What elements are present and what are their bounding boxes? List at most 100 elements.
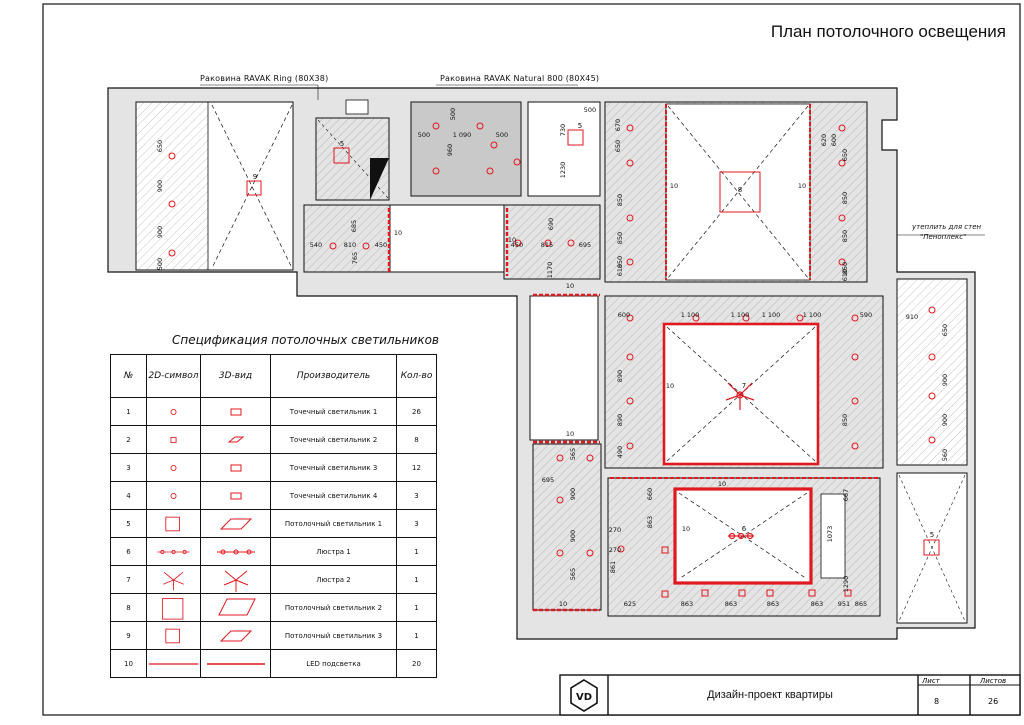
spotlight bbox=[544, 239, 552, 247]
dimension-label: 667 bbox=[842, 489, 850, 501]
corridor-bottom-left bbox=[532, 443, 602, 611]
dimension-label: 900 bbox=[156, 226, 164, 238]
spec-cell-3d bbox=[200, 397, 271, 426]
dimension-label: 540 bbox=[310, 241, 322, 249]
dimension-label: 10 bbox=[508, 236, 516, 244]
spotlight-square bbox=[701, 589, 709, 597]
spec-cell-2d-symbol bbox=[148, 511, 200, 537]
spotlight bbox=[928, 436, 936, 444]
spotlight-square bbox=[844, 589, 852, 597]
spec-cell-3d bbox=[200, 565, 271, 594]
spec-cell-num: 5 bbox=[110, 509, 147, 538]
dimension-label: 1 100 bbox=[762, 311, 781, 319]
spec-cell-2d-symbol bbox=[148, 567, 200, 593]
spec-cell-2d-symbol bbox=[148, 595, 200, 621]
dimension-label: 850 bbox=[841, 262, 849, 274]
spec-cell-num: 2 bbox=[110, 425, 147, 454]
spec-cell-name: Точечный светильник 4 bbox=[270, 481, 397, 510]
bathroom-1-shaft bbox=[370, 158, 389, 200]
dimension-label: 765 bbox=[351, 252, 359, 264]
dimension-label: 1 100 bbox=[681, 311, 700, 319]
spotlight bbox=[626, 442, 634, 450]
spec-cell-2d bbox=[146, 481, 201, 510]
dimension-label: 270 bbox=[609, 546, 621, 554]
dimension-label: 850 bbox=[841, 230, 849, 242]
spotlight bbox=[556, 454, 564, 462]
ceiling-luminaire-8 bbox=[719, 171, 761, 213]
spec-cell-qty: 1 bbox=[396, 565, 437, 594]
dimension-label: 500 bbox=[496, 131, 508, 139]
dimension-label: 685 bbox=[350, 220, 358, 232]
dimension-label: 1 100 bbox=[731, 311, 750, 319]
dimension-label: 500 bbox=[584, 106, 596, 114]
dimension-label: 450 bbox=[511, 241, 523, 249]
dimension-label: 951 bbox=[838, 600, 850, 608]
spotlight bbox=[329, 242, 337, 250]
spec-header-manufacturer: Производитель bbox=[270, 354, 397, 398]
spec-cell-3d bbox=[200, 509, 271, 538]
dimension-label: 863 bbox=[811, 600, 823, 608]
spotlight bbox=[486, 167, 494, 175]
spec-cell-num: 3 bbox=[110, 453, 147, 482]
spec-cell-2d-symbol bbox=[148, 539, 200, 565]
spec-cell-qty: 1 bbox=[396, 621, 437, 650]
dimension-label: 500 bbox=[156, 258, 164, 270]
spec-cell-num: 4 bbox=[110, 481, 147, 510]
dimension-label: 600 bbox=[830, 134, 838, 146]
spotlight bbox=[626, 397, 634, 405]
spotlight bbox=[692, 314, 700, 322]
sheets-total: 26 bbox=[988, 697, 999, 706]
insulation-line-2: "Пеноплекс" bbox=[920, 233, 967, 241]
spec-header-3d: 3D-вид bbox=[200, 354, 271, 398]
dimension-label: 650 bbox=[841, 149, 849, 161]
spec-cell-3d bbox=[200, 649, 271, 678]
corridor-middle bbox=[389, 204, 505, 273]
spotlight bbox=[617, 545, 625, 553]
wardrobe bbox=[820, 493, 846, 579]
spec-cell-num: 8 bbox=[110, 593, 147, 622]
sheet-number: 8 bbox=[934, 697, 940, 706]
spec-cell-3d-symbol bbox=[202, 567, 270, 593]
dimension-label: 695 bbox=[542, 476, 554, 484]
spec-cell-2d-symbol bbox=[148, 427, 200, 453]
spec-cell-2d bbox=[146, 453, 201, 482]
spotlight bbox=[567, 239, 575, 247]
small-room bbox=[527, 101, 601, 197]
spotlight bbox=[928, 353, 936, 361]
title-block bbox=[559, 674, 1021, 716]
vertical-corridor bbox=[529, 295, 599, 441]
dimension-label: 10 bbox=[394, 229, 402, 237]
spec-cell-name: Точечный светильник 2 bbox=[270, 425, 397, 454]
dimension-label: 900 bbox=[569, 488, 577, 500]
spec-cell-qty: 12 bbox=[396, 453, 437, 482]
spec-cell-name: Потолочный светильник 2 bbox=[270, 593, 397, 622]
dimension-label: 850 bbox=[616, 232, 624, 244]
spec-cell-3d bbox=[200, 425, 271, 454]
chandelier-2-symbol bbox=[725, 382, 755, 410]
spec-cell-2d bbox=[146, 537, 201, 566]
dimension-label: 650 bbox=[156, 140, 164, 152]
room-left-diagonal-2 bbox=[211, 104, 293, 269]
spec-cell-2d bbox=[146, 621, 201, 650]
dimension-label: 863 bbox=[767, 600, 779, 608]
dimension-label: 620 bbox=[820, 134, 828, 146]
spec-cell-num: 6 bbox=[110, 537, 147, 566]
spec-header-row: № 2D-символ 3D-вид Производитель Кол-во bbox=[110, 354, 437, 398]
dimension-label: 910 bbox=[906, 313, 918, 321]
spec-title: Спецификация потолочных светильников bbox=[172, 333, 439, 347]
dimension-label: 850 bbox=[841, 414, 849, 426]
spec-cell-name: Потолочный светильник 1 bbox=[270, 509, 397, 538]
room-right-hatch bbox=[896, 278, 968, 466]
spec-cell-2d bbox=[146, 509, 201, 538]
fixture-label: 8 bbox=[738, 186, 742, 194]
dimension-label: 590 bbox=[860, 311, 872, 319]
spotlight bbox=[626, 124, 634, 132]
